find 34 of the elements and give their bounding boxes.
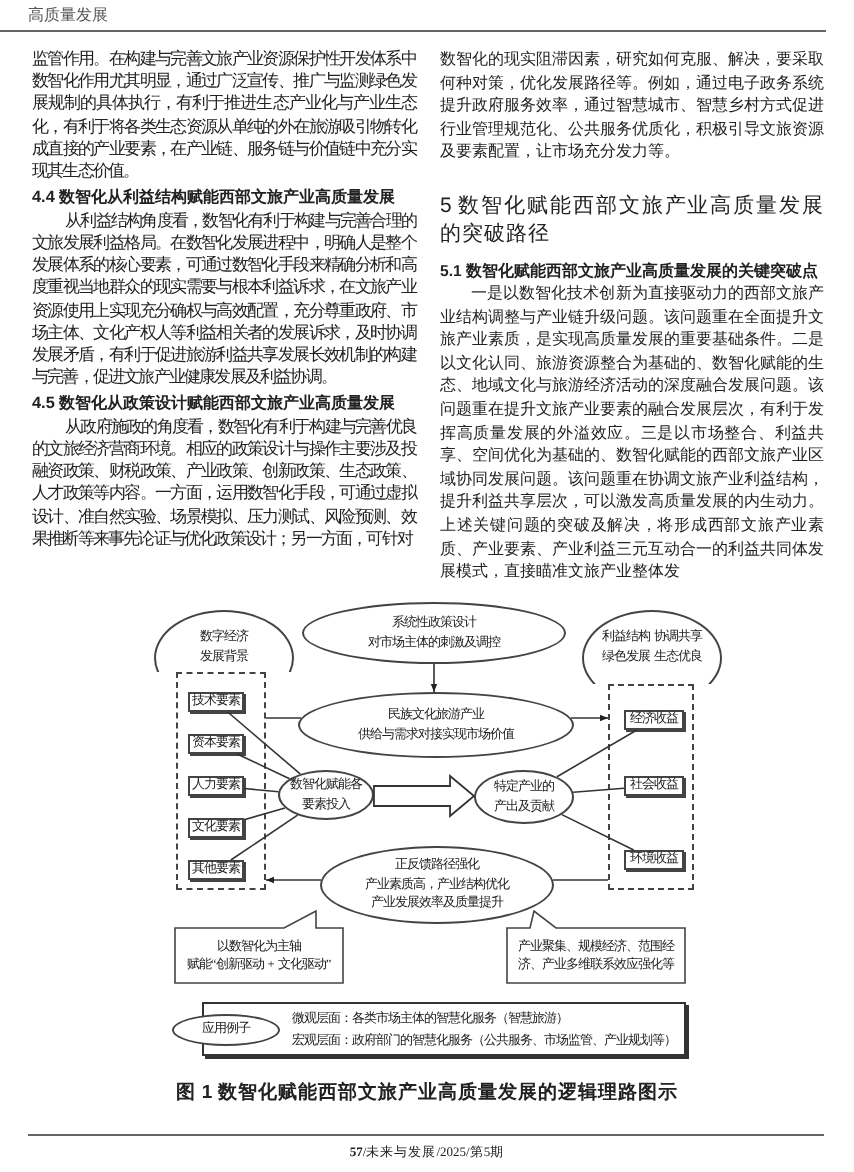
body-paragraph: 从政府施政的角度看，数智化有利于构建与完善优良的文旅经济营商环境。相应的政策设计与操作主要涉及投融资政策、财税政策、产业政策、创新政策、生态政策、人才政策等内容。一方面，运用数智化手段，可通过虚拟设计、准自然实验、场景模拟、压力测试、风险预测、效果推断等来事先论证与优化政策设计；另一方面，可针对 xyxy=(32,415,416,551)
connector-line xyxy=(552,879,609,881)
ellipse xyxy=(320,846,554,924)
arrow xyxy=(430,663,438,693)
block-arrow xyxy=(373,774,476,818)
dashed-frame xyxy=(176,672,266,890)
connector-line xyxy=(243,787,280,793)
ellipse xyxy=(474,770,574,824)
body-paragraph: 从利益结构角度看，数智化有利于构建与完善合理的文旅发展利益格局。在数智化发展进程中，明确人是整个发展体系的核心要素，可通过数智化手段来精确分析和高度重视当地群众的现实需要与根本利益诉求，在文旅产业资源使用上实现充分确权与高效配置，充分尊重政府、市场主体、文化产权人等利益相关者的发展诉求，及时协调发展矛盾，有利于促进旅游利益共享发展长效机制的构建与完善，促进文旅产业健康发展及利益协调。 xyxy=(32,209,416,389)
section-heading: 4.4 数智化从利益结构赋能西部文旅产业高质量发展 xyxy=(32,186,398,210)
connector-line xyxy=(265,717,302,719)
connector-line xyxy=(572,787,625,793)
factor-box xyxy=(624,850,684,870)
connector-line xyxy=(243,807,286,821)
arrow xyxy=(265,876,322,884)
connector-line xyxy=(236,753,291,780)
callout-box xyxy=(506,910,686,984)
section-heading: 4.5 数智化从政策设计赋能西部文旅产业高质量发展 xyxy=(32,392,398,416)
figure-caption: 图 1 数智化赋能西部文旅产业高质量发展的逻辑理路图示 xyxy=(174,1082,680,1106)
connector-line xyxy=(226,711,301,775)
connector-line xyxy=(561,813,635,851)
section-heading: 5 数智化赋能西部文旅产业高质量发展的突破路径 xyxy=(440,191,824,248)
connector-line xyxy=(230,814,299,861)
ellipse xyxy=(172,1014,280,1046)
factor-box xyxy=(624,776,684,796)
dashed-frame xyxy=(608,684,694,890)
ellipse xyxy=(278,770,374,820)
example-panel xyxy=(202,1002,686,1056)
connector-line xyxy=(556,729,638,778)
running-header: 高质量发展 xyxy=(28,6,110,26)
arrow xyxy=(570,714,609,722)
body-paragraph: 监管作用。在构建与完善文旅产业资源保护性开发体系中数智化作用尤其明显，通过广泛宣传、推广与监测绿色发展规制的具体执行，有利于推进生态产业化与产业生态化，有利于将各类生态资源从单纯的外在旅游吸引物转化成直接的产业要素，在产业链、服务链与价值链中充分实现其生态价值。 xyxy=(32,48,416,183)
callout-box xyxy=(174,910,344,984)
factor-box xyxy=(624,710,684,730)
